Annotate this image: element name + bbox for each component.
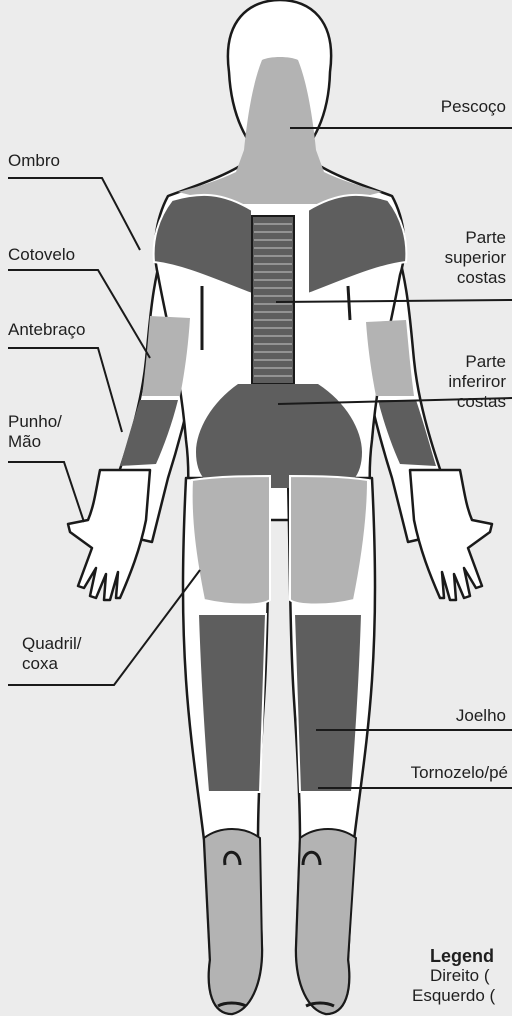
right-spine-mark: [348, 286, 350, 320]
zone-lower-back: [196, 384, 362, 488]
left-hand: [68, 470, 150, 600]
label-joelho: Joelho: [456, 706, 506, 726]
label-punho-line2: Mão: [8, 432, 62, 452]
label-cotovelo: Cotovelo: [8, 245, 75, 265]
legend-item-direito: Direito (: [430, 966, 512, 986]
label-punho-line1: Punho/: [8, 412, 62, 432]
label-quadril-line2: coxa: [22, 654, 82, 674]
legend-title: Legend: [430, 946, 512, 966]
legend: Legend Direito ( Esquerdo (: [412, 946, 512, 1006]
zone-knees: [198, 614, 362, 792]
label-parte-inferior: Parte inferiror costas: [448, 352, 506, 412]
label-parte-inferior-line3: costas: [448, 392, 506, 412]
label-punho-mao: Punho/ Mão: [8, 412, 62, 452]
label-tornozelo-pe: Tornozelo/pé: [411, 763, 508, 783]
leader-cotovelo: [8, 270, 150, 358]
label-parte-superior-line1: Parte: [445, 228, 506, 248]
right-hand: [410, 470, 492, 600]
label-antebraco: Antebraço: [8, 320, 86, 340]
zone-upper-back: [252, 216, 294, 384]
label-parte-inferior-line1: Parte: [448, 352, 506, 372]
label-quadril-line1: Quadril/: [22, 634, 82, 654]
label-ombro: Ombro: [8, 151, 60, 171]
label-parte-inferior-line2: inferiror: [448, 372, 506, 392]
leader-punho: [8, 462, 84, 522]
label-quadril-coxa: Quadril/ coxa: [22, 634, 82, 674]
label-parte-superior-line2: superior: [445, 248, 506, 268]
label-parte-superior: Parte superior costas: [445, 228, 506, 288]
label-parte-superior-line3: costas: [445, 268, 506, 288]
leader-ombro: [8, 178, 140, 250]
legend-item-esquerdo: Esquerdo (: [412, 986, 512, 1006]
label-pescoco: Pescoço: [441, 97, 506, 117]
